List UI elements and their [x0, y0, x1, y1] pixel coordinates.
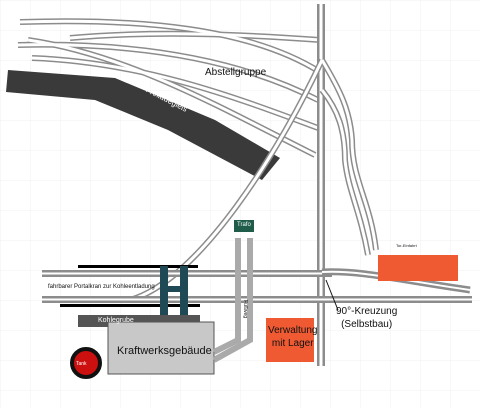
freiladegleis-area [6, 70, 280, 180]
verwaltung-box [266, 318, 314, 362]
label-abstellgruppe: Abstellgruppe [205, 67, 267, 78]
label-verwaltung: Verwaltung mit Lager [268, 325, 317, 350]
kraftwerk-box [107, 321, 215, 375]
label-kraftwerk: Kraftwerksgebäude [117, 345, 212, 357]
pipe-bridge [212, 238, 253, 363]
label-tor-einfahrt: Tor-Einfahrt [396, 243, 417, 248]
label-fussweg: Fußweg [242, 300, 248, 319]
kreuzung-pointer [325, 279, 339, 311]
label-kohlegrube: Kohlegrube [98, 317, 134, 324]
portalkran [160, 266, 188, 328]
crane-rail-bottom [60, 304, 200, 307]
label-verwaltung-line1: Verwaltung [268, 325, 318, 336]
tor-einfahrt-box [378, 255, 458, 281]
label-portalkran: fahrbarer Portalkran zur Kohleentladung [48, 284, 155, 290]
label-trafo: Trafo [237, 222, 251, 228]
label-kreuzung-line2: (Selbstbau) [341, 319, 393, 330]
tank-circle [70, 347, 102, 379]
crane-rail-top [78, 265, 198, 268]
label-kreuzung: 90°-Kreuzung (Selbstbau) [336, 307, 397, 333]
label-kreuzung-line1: 90°-Kreuzung [336, 306, 398, 317]
label-verwaltung-line2: mit Lager [271, 337, 314, 349]
trafo-box [234, 220, 254, 232]
label-tank: Tank [76, 361, 87, 367]
